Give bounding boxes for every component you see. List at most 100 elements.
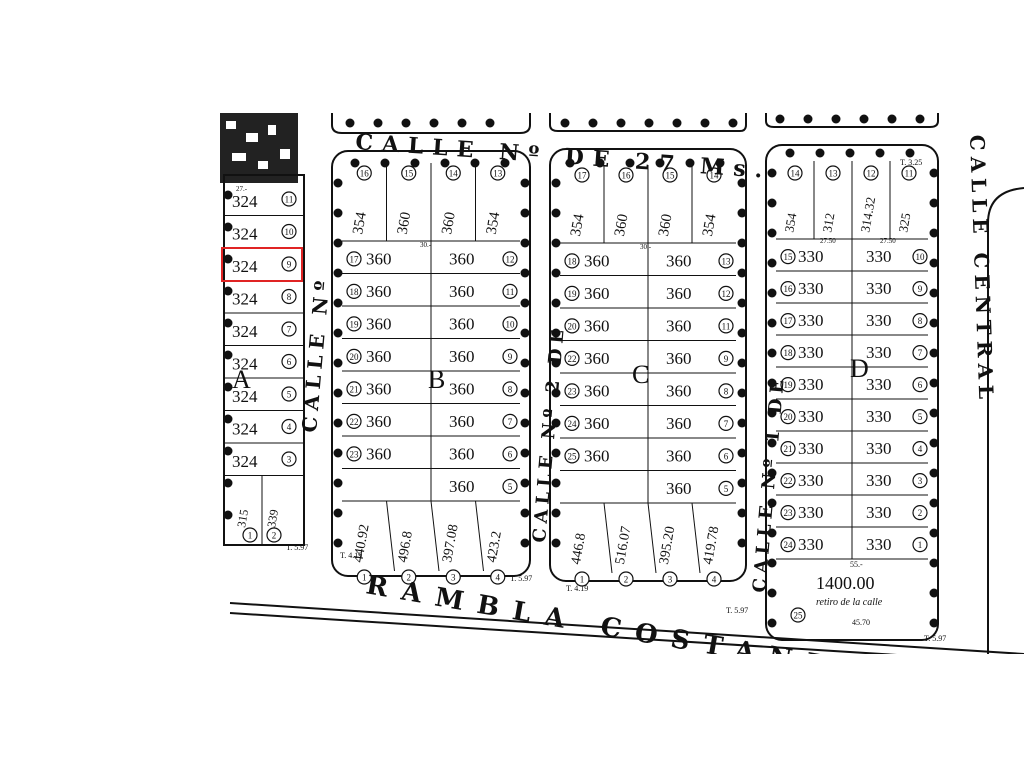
block-b-lot-1[interactable]: 440.921 — [351, 523, 373, 585]
block-d-lot-1-number-circle — [912, 537, 928, 553]
block-c-lot-13-area: 360 — [666, 251, 692, 270]
block-a-lot-9-area: 324 — [232, 257, 258, 276]
block-b-lot-2-area: 496.8 — [396, 530, 416, 564]
block-b-lot-2[interactable]: 496.82 — [396, 530, 417, 585]
block-c-lot-2[interactable]: 516.072 — [613, 525, 634, 587]
block-b-lot-4[interactable]: 423.24 — [485, 530, 506, 585]
block-d-lot-1-area: 330 — [866, 535, 892, 554]
block-letters: A B C D — [232, 354, 869, 394]
block-c-lot-3-number: 3 — [668, 575, 673, 585]
block-d-lot-8-area: 330 — [866, 311, 892, 330]
block-b-lot-5-number-circle — [502, 478, 518, 494]
top-block-c — [549, 113, 747, 132]
block-c-lot-8-number-circle — [718, 383, 734, 399]
block-b-lot-3[interactable]: 397.083 — [440, 523, 462, 585]
block-c-lot-4[interactable]: 419.784 — [701, 525, 722, 587]
block-c-lot-3[interactable]: 395.203 — [657, 525, 678, 587]
block-d-lot-11-number: 11 — [905, 169, 914, 179]
block-d-lot-19-number-circle — [780, 377, 796, 393]
selected-lot-highlight[interactable] — [221, 247, 303, 282]
block-c-lot-1[interactable]: 446.81 — [569, 532, 590, 587]
block-a-lot-5-number: 5 — [287, 390, 292, 400]
block-b-lot-17-area: 360 — [366, 249, 392, 268]
block-d-lot-9-number-circle — [912, 281, 928, 297]
block-d-lot-20-number-circle — [780, 409, 796, 425]
